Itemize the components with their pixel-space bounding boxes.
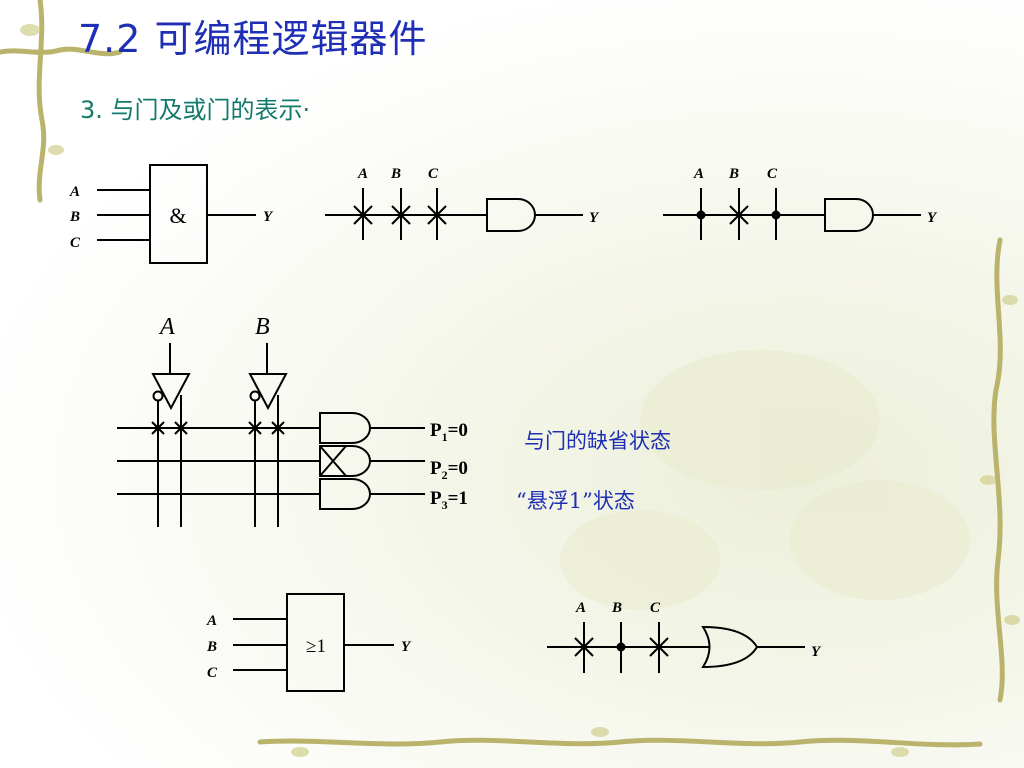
inverter-bubble [249, 390, 261, 402]
or2-label-a: A [575, 600, 586, 616]
or-block-label-a: A [206, 613, 217, 629]
and-gate-p3 [319, 478, 371, 510]
output-p2: P2=0 [430, 458, 468, 482]
note-and-default-state: 与门的缺省状态 [524, 429, 671, 453]
input-buffer-a [151, 373, 191, 411]
and3-label-y: Y [927, 210, 938, 226]
note-floating-one-state: “悬浮1”状态 [516, 489, 635, 513]
and3-label-a: A [693, 166, 704, 182]
and-gate-p2 [319, 445, 371, 477]
and2-label-a: A [357, 166, 368, 182]
or-block-symbol: ≥1 [306, 636, 326, 657]
and3-label-c: C [767, 166, 778, 182]
input-buffer-b [248, 373, 288, 411]
and-block-diagram: & A B C Y [69, 164, 274, 264]
array-label-b: B [255, 314, 270, 340]
and2-label-b: B [390, 166, 401, 182]
and-block-label-a: A [69, 184, 80, 200]
and-block-label-c: C [70, 235, 81, 251]
connection-dot [696, 210, 706, 220]
connection-dot [771, 210, 781, 220]
and-gate-symbol [824, 198, 874, 232]
and-gate-p1 [319, 412, 371, 444]
and3-label-b: B [728, 166, 739, 182]
or2-label-c: C [650, 600, 661, 616]
or-block-label-y: Y [401, 639, 412, 655]
cross-mark [174, 421, 188, 435]
cross-mark [574, 637, 594, 657]
or-gate-diagram: A B C Y [547, 600, 822, 673]
or-block-label-c: C [207, 665, 218, 681]
cross-mark [353, 205, 373, 225]
output-p1: P1=0 [430, 420, 468, 444]
cross-mark [151, 421, 165, 435]
and2-label-c: C [428, 166, 439, 182]
or-block-label-b: B [206, 639, 217, 655]
slide-subtitle: 3. 与门及或门的表示· [80, 96, 311, 124]
and-gate-diagram-crosses: A B C Y [325, 166, 600, 240]
and-array-diagram: A B P1=0 P2=0 P3=1 [117, 314, 468, 527]
and-block-symbol: & [169, 203, 186, 228]
slide-title: 7.2 可编程逻辑器件 [78, 17, 428, 61]
cross-mark [248, 421, 262, 435]
cross-mark [729, 205, 749, 225]
cross-mark [649, 637, 669, 657]
and-block-label-y: Y [263, 209, 274, 225]
output-p3: P3=1 [430, 488, 468, 512]
inverter-bubble [152, 390, 164, 402]
and-gate-diagram-dots: A B C Y [663, 166, 938, 240]
cross-mark [271, 421, 285, 435]
or2-label-b: B [611, 600, 622, 616]
cross-mark [391, 205, 411, 225]
or2-label-y: Y [811, 644, 822, 660]
or-block-box [286, 593, 345, 692]
or-gate-symbol [701, 625, 759, 669]
and2-label-y: Y [589, 210, 600, 226]
or-block-diagram: ≥1 A B C Y [206, 593, 412, 692]
and-block-label-b: B [69, 209, 80, 225]
connection-dot [616, 642, 626, 652]
array-label-a: A [158, 314, 175, 340]
cross-mark [427, 205, 447, 225]
and-gate-symbol [486, 198, 536, 232]
